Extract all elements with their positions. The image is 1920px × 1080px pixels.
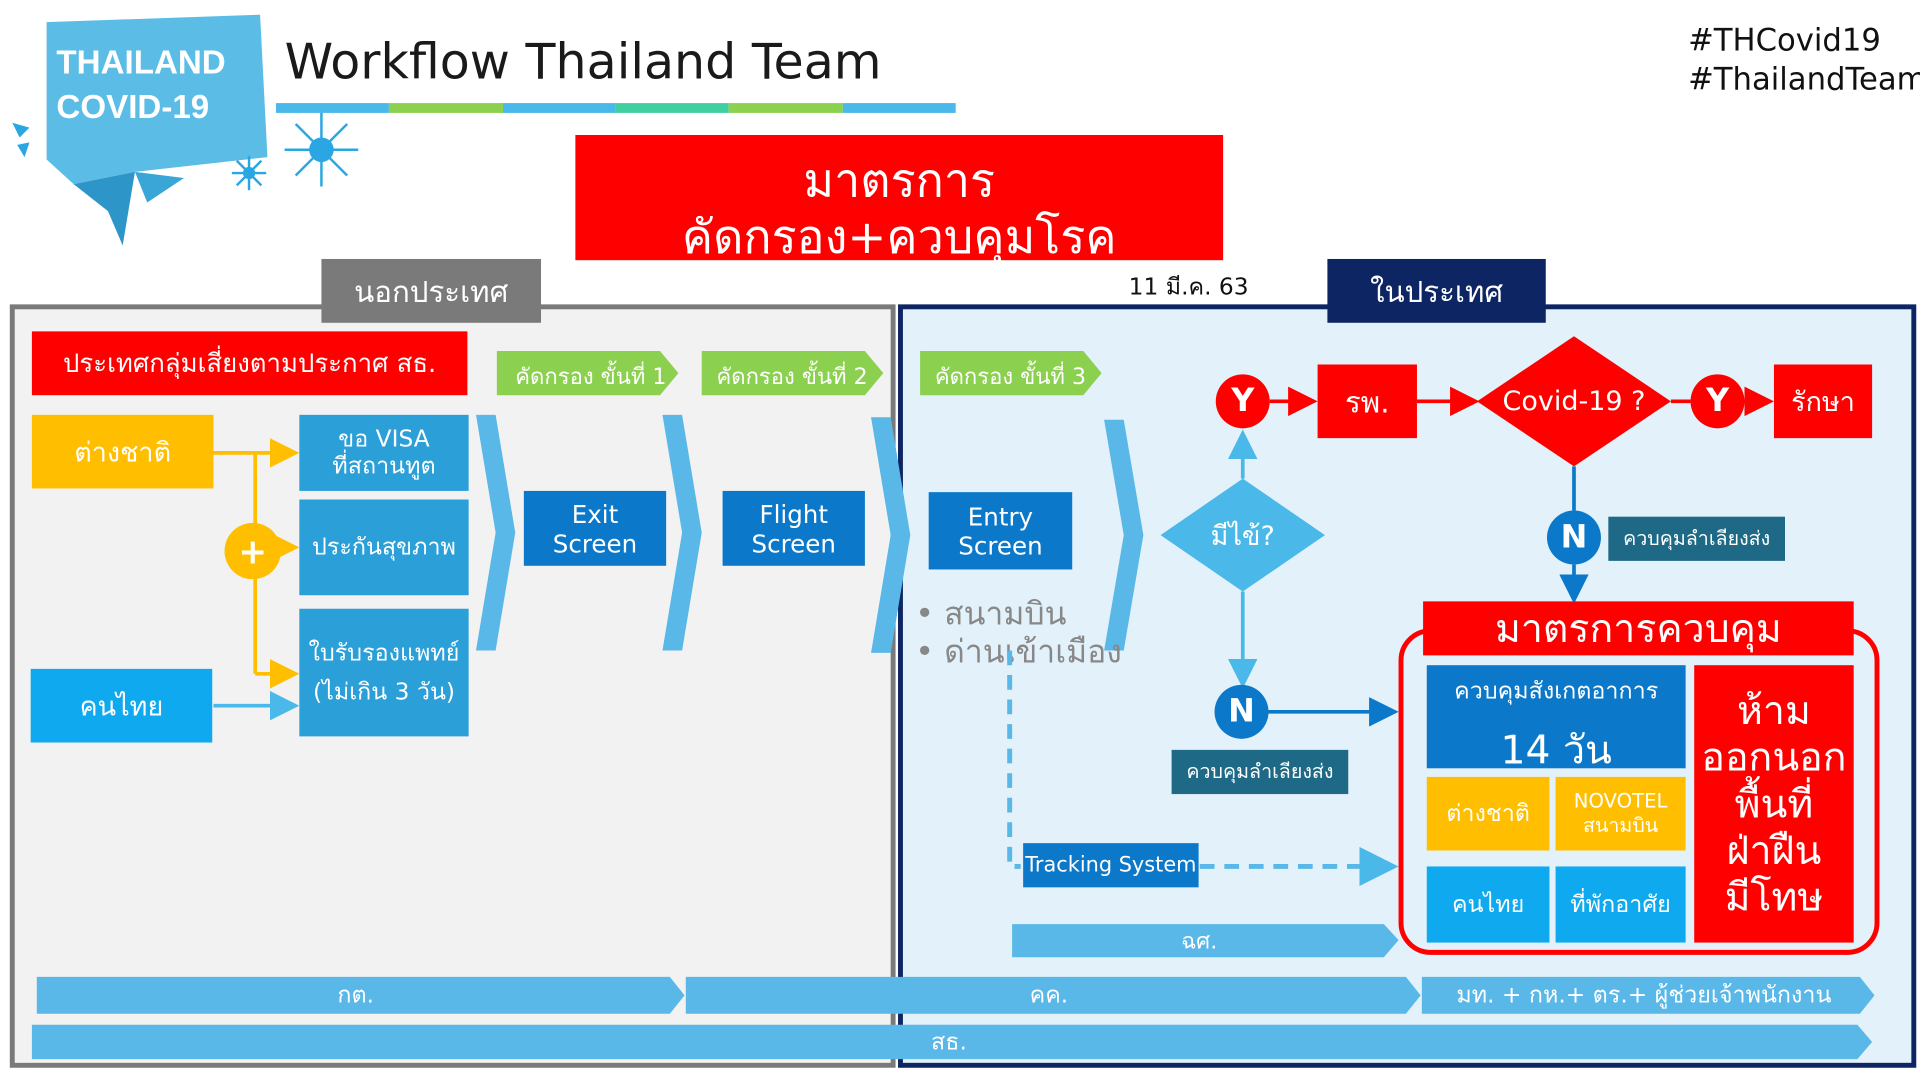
step-3-label: คัดกรอง ขั้นที่ 3 bbox=[934, 364, 1087, 391]
entry-screen-box: Entry Screen bbox=[928, 492, 1073, 570]
banner-line1: มาตรการ bbox=[803, 153, 996, 208]
entry-point-2: • ด่านเข้าเมือง bbox=[915, 634, 1122, 672]
mfa-bar-label: กต. bbox=[337, 981, 375, 1009]
domestic-tab: ในประเทศ bbox=[1327, 258, 1546, 323]
forbid-box: ห้าม ออกนอก พื้นที่ ฝ่าฝืน มีโทษ bbox=[1694, 665, 1854, 943]
plus-icon: + bbox=[224, 522, 281, 580]
covid-badge-icon bbox=[12, 14, 359, 246]
observe-box: ควบคุมสังเกตอาการ 14 วัน bbox=[1426, 665, 1686, 773]
covid-question: Covid-19 ? bbox=[1502, 385, 1646, 417]
observe-label: ควบคุมสังเกตอาการ bbox=[1454, 677, 1659, 705]
dot-bar-label: ฉศ. bbox=[1181, 929, 1218, 955]
transport-bar-label: คค. bbox=[1029, 981, 1069, 1009]
chevron-icon bbox=[662, 414, 702, 651]
tracking-system-box: Tracking System bbox=[1023, 843, 1199, 888]
close-contact-label-fever: ควบคุมลำเลียงส่ง bbox=[1171, 749, 1349, 795]
control-thai-box: คนไทย bbox=[1426, 866, 1550, 943]
visa-box: ขอ VISA ที่สถานทูต bbox=[299, 414, 469, 491]
yes-circle-covid: Y bbox=[1690, 374, 1745, 429]
abroad-tab: นอกประเทศ bbox=[321, 258, 542, 323]
title-underline bbox=[276, 103, 956, 113]
thai-box: คนไทย bbox=[30, 668, 213, 743]
entry-point-1: • สนามบิน bbox=[915, 596, 1067, 634]
hashtag-1: #THCovid19 bbox=[1688, 22, 1881, 58]
exit-screen-box: Exit Screen bbox=[523, 490, 667, 566]
yes-circle-fever: Y bbox=[1215, 374, 1270, 429]
no-circle-fever: N bbox=[1214, 684, 1269, 739]
date-label: 11 มี.ค. 63 bbox=[1128, 273, 1249, 301]
hospital-box: รพ. bbox=[1317, 364, 1417, 439]
insurance-box: ประกันสุขภาพ bbox=[299, 499, 469, 596]
step-2-label: คัดกรอง ขั้นที่ 2 bbox=[716, 364, 868, 391]
medical-cert-box: ใบรับรองแพทย์ (ไม่เกิน 3 วัน) bbox=[299, 608, 469, 737]
control-foreigner-box: ต่างชาติ bbox=[1426, 776, 1550, 851]
badge-line1: THAILAND bbox=[56, 44, 226, 82]
risk-countries-label: ประเทศกลุ่มเสี่ยงตามประกาศ สธ. bbox=[31, 331, 468, 396]
hashtag-2: #ThailandTeam bbox=[1688, 61, 1920, 97]
interior-bar-label: มท. + กห.+ ตร.+ ผู้ช่วยเจ้าพนักงาน bbox=[1456, 981, 1832, 1009]
moph-bar-label: สธ. bbox=[930, 1028, 967, 1056]
foreigner-box: ต่างชาติ bbox=[31, 414, 214, 489]
badge-line2: COVID-19 bbox=[56, 88, 210, 126]
residence-box: ที่พักอาศัย bbox=[1555, 866, 1686, 943]
observe-days: 14 วัน bbox=[1500, 726, 1612, 774]
control-measures-title: มาตรการควบคุม bbox=[1423, 601, 1854, 656]
step-1-label: คัดกรอง ขั้นที่ 1 bbox=[515, 364, 667, 391]
flight-screen-box: Flight Screen bbox=[722, 490, 865, 566]
measures-banner: มาตรการ คัดกรอง+ควบคุมโรค bbox=[575, 135, 1224, 264]
close-contact-label-covid: ควบคุมลำเลียงส่ง bbox=[1608, 516, 1785, 561]
no-circle-covid: N bbox=[1546, 510, 1601, 565]
page-title: Workflow Thailand Team bbox=[284, 34, 882, 91]
chevron-icon bbox=[475, 414, 516, 651]
novotel-box: NOVOTEL สนามบิน bbox=[1555, 776, 1686, 851]
fever-question: มีไข้? bbox=[1210, 520, 1275, 552]
treat-box: รักษา bbox=[1773, 364, 1873, 439]
banner-line2: คัดกรอง+ควบคุมโรค bbox=[681, 209, 1117, 264]
